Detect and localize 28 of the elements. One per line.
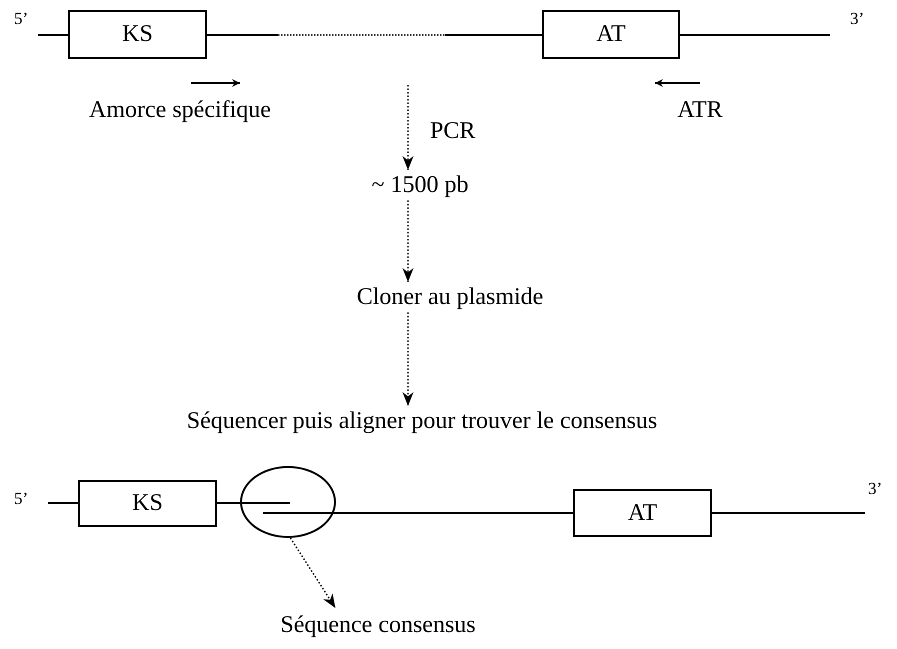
- ellipse-outline: [240, 466, 336, 538]
- arrow: [402, 200, 414, 282]
- dna-strand-line: [445, 34, 542, 36]
- gene-domain-box: [68, 10, 207, 59]
- gene-domain-box: [573, 489, 712, 537]
- caption-text: Séquence consensus: [280, 612, 476, 638]
- domain-label: KS: [132, 490, 163, 517]
- strand-end-label: 5’: [14, 10, 28, 29]
- strand-end-label: 5’: [14, 490, 28, 509]
- strand-end-label: 3’: [850, 10, 864, 29]
- domain-label: AT: [628, 500, 658, 526]
- arrow: [290, 538, 336, 608]
- domain-label: KS: [122, 21, 153, 48]
- gene-domain-box: [78, 480, 217, 527]
- step-text: Séquencer puis aligner pour trouver le consensus: [186, 408, 658, 434]
- primer-label: ATR: [677, 97, 723, 124]
- dna-strand-line: [263, 512, 573, 514]
- dna-strand-line: [217, 502, 290, 504]
- step-text: ~ 1500 pb: [372, 172, 468, 198]
- step-text: Cloner au plasmide: [356, 284, 544, 310]
- dna-strand-line: [207, 34, 278, 36]
- arrow: [402, 85, 414, 170]
- gene-domain-box: [542, 10, 680, 59]
- domain-label: AT: [596, 21, 626, 48]
- edge-label: PCR: [430, 118, 476, 144]
- primer-label: Amorce spécifique: [89, 97, 271, 124]
- arrow: [402, 312, 414, 406]
- strand-end-label: 3’: [868, 480, 882, 499]
